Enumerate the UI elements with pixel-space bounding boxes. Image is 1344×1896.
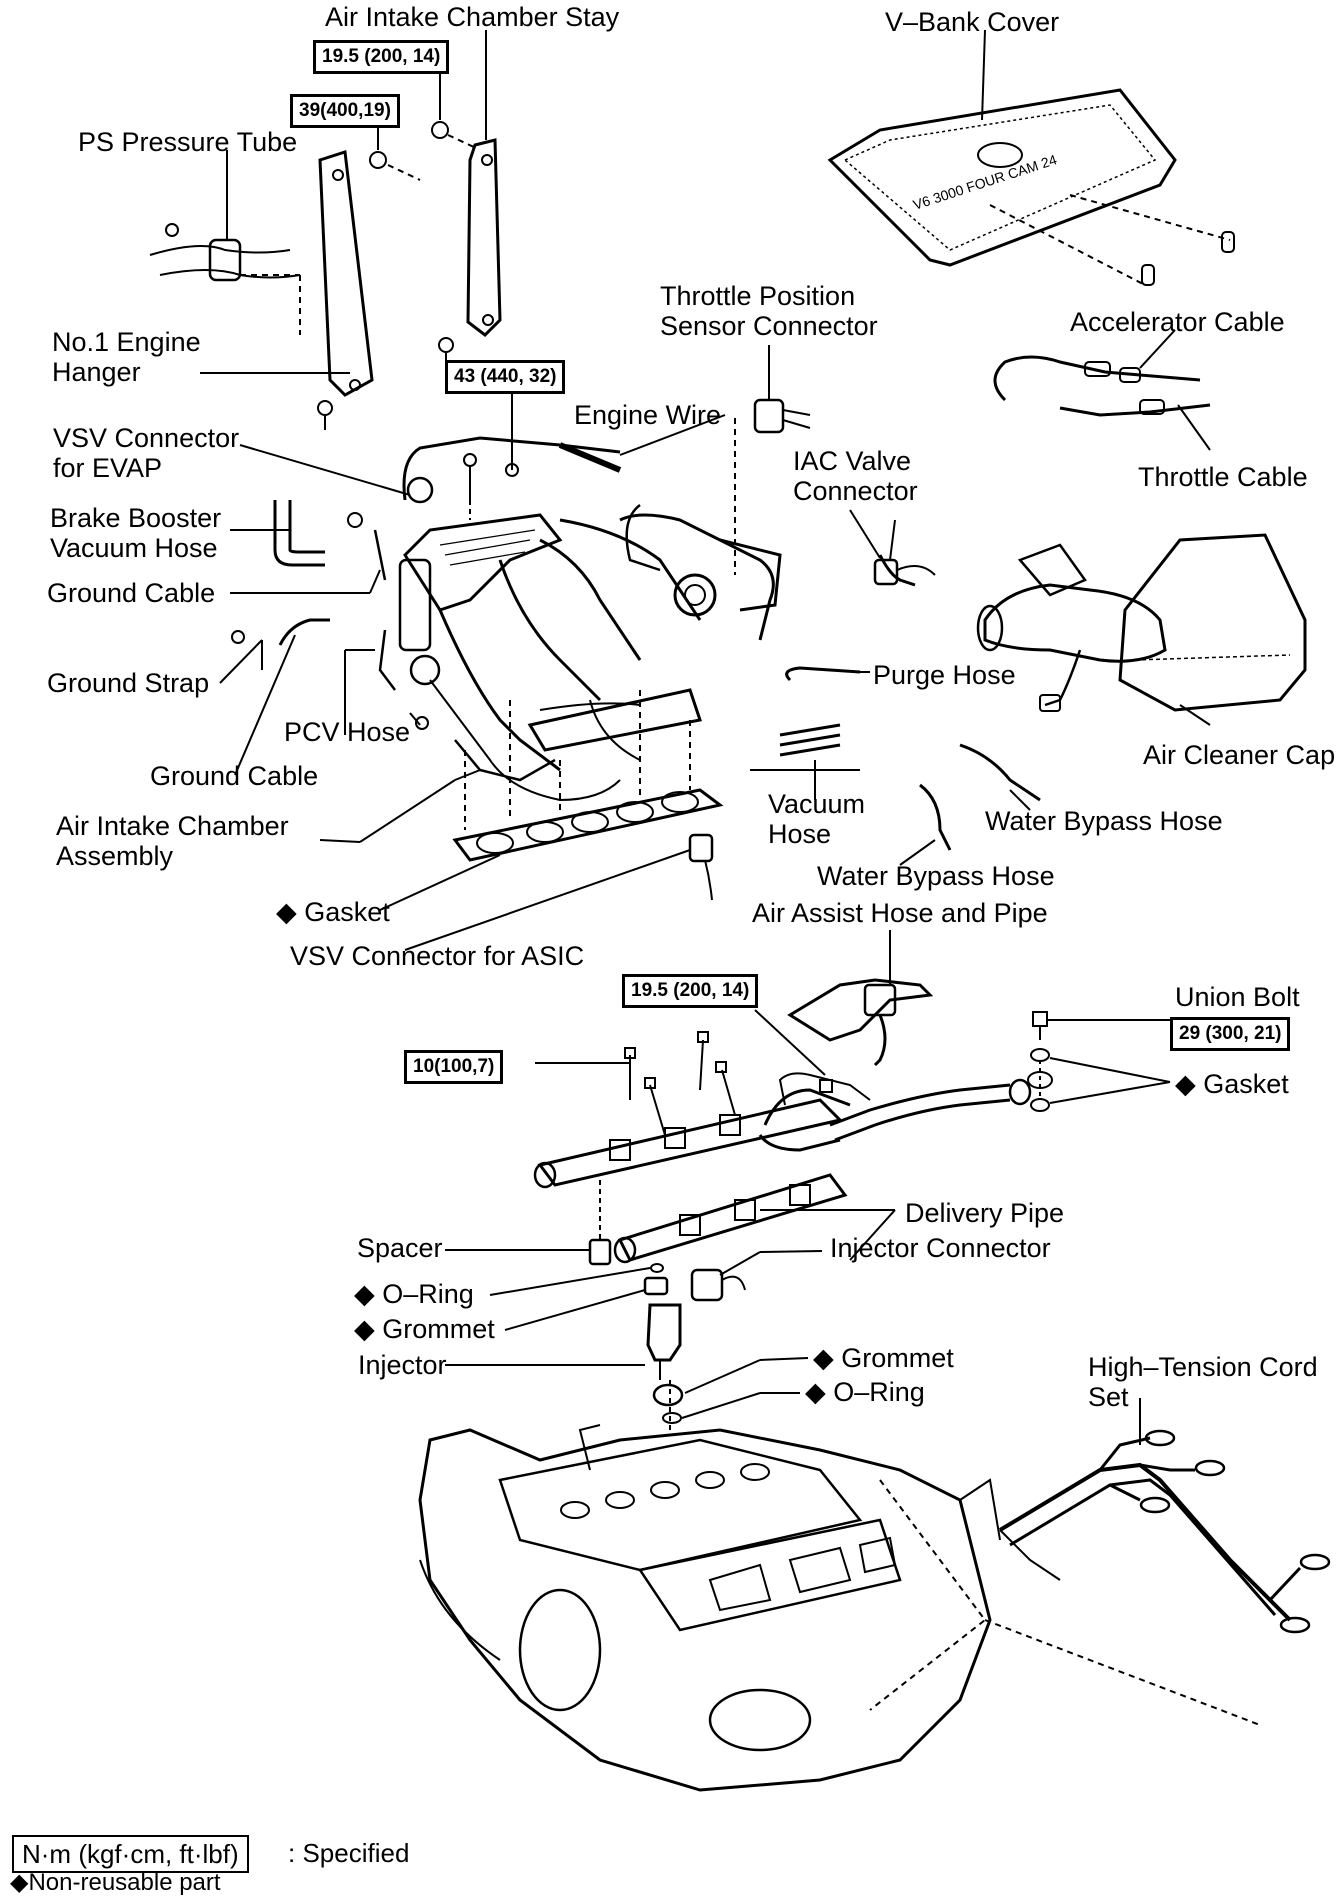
air-cleaner-cap-drawing [978,535,1305,725]
label-brake-booster-vacuum-hose: Brake Booster Vacuum Hose [50,503,221,563]
label-iac-valve-connector: IAC Valve Connector [793,446,918,506]
label-grommet-lower: ◆ Grommet [813,1343,954,1373]
legend-specified-text: : Specified [288,1838,410,1868]
label-htc-line1: High–Tension Cord [1088,1352,1318,1382]
iac-connector-drawing [850,510,935,584]
label-brake-booster-line2: Vacuum Hose [50,533,218,563]
no1-engine-hanger-drawing [200,152,372,430]
label-v-bank-cover: V–Bank Cover [885,7,1060,37]
label-vacuum-hose-line2: Hose [768,819,832,849]
label-air-intake-chamber-stay: Air Intake Chamber Stay [325,2,620,32]
misc-leaders [320,770,895,1260]
air-intake-chamber-stay-drawing [370,30,500,365]
label-tps-line1: Throttle Position [660,281,856,311]
label-chamber-assembly-line2: Assembly [56,841,174,871]
vsv-asic-drawing [405,835,712,950]
hoses-right-drawing [780,520,1040,865]
label-high-tension-cord-set: High–Tension Cord Set [1088,1352,1318,1412]
left-small-parts-drawing [220,500,428,775]
label-ground-strap: Ground Strap [47,668,210,698]
label-vacuum-hose: Vacuum Hose [768,789,865,849]
label-o-ring-upper: ◆ O–Ring [354,1279,474,1309]
label-no1-engine-hanger-line1: No.1 Engine [52,327,201,357]
label-gasket-intake: ◆ Gasket [276,897,390,927]
label-ground-cable-lower: Ground Cable [150,761,319,791]
label-vsv-connector-evap: VSV Connector for EVAP [53,423,239,483]
label-spacer: Spacer [357,1233,443,1263]
label-tps-line2: Sensor Connector [660,311,878,341]
torque-leaders [464,394,518,520]
label-brake-booster-line1: Brake Booster [50,503,222,533]
torque-spec-delivery-pipe-bolt: 10(100,7) [404,1050,504,1084]
label-no1-engine-hanger-line2: Hanger [52,357,141,387]
torque-spec-stay-lower: 39(400,19) [290,94,400,128]
label-water-bypass-hose-right: Water Bypass Hose [985,806,1223,836]
label-iac-line1: IAC Valve [793,446,912,476]
vsv-evap-leader [240,445,410,495]
delivery-bolts-drawing [535,1010,832,1135]
label-air-assist-hose-pipe: Air Assist Hose and Pipe [752,898,1048,928]
cover-text: V6 3000 FOUR CAM 24 [911,151,1059,213]
label-air-intake-chamber-assembly: Air Intake Chamber Assembly [56,811,289,871]
label-chamber-assembly-line1: Air Intake Chamber [56,811,289,841]
ps-pressure-tube-drawing [150,150,300,335]
legend-torque-unit-box: N·m (kgf·cm, ft·lbf) [12,1835,249,1873]
engine-wire-drawing [404,415,725,502]
torque-spec-stay-upper: 19.5 (200, 14) [313,40,450,74]
union-bolt-drawing [1028,1012,1170,1111]
engine-block-drawing [420,1425,1260,1790]
label-air-cleaner-cap: Air Cleaner Cap [1143,740,1336,770]
injector-stack-drawing [445,1180,822,1430]
label-gasket-union: ◆ Gasket [1175,1069,1289,1099]
label-injector: Injector [358,1350,447,1380]
label-accelerator-cable: Accelerator Cable [1070,307,1285,337]
air-intake-chamber-assembly-drawing [360,505,780,842]
label-htc-line2: Set [1088,1382,1129,1412]
label-purge-hose: Purge Hose [873,660,1016,690]
air-assist-drawing [790,930,930,1065]
label-vsv-evap-line2: for EVAP [53,453,163,483]
accelerator-cable-drawing [995,330,1210,450]
label-iac-line2: Connector [793,476,918,506]
label-engine-wire: Engine Wire [574,400,722,430]
legend-non-reusable-text: ◆Non-reusable part [10,1869,221,1896]
label-water-bypass-hose-center: Water Bypass Hose [817,861,1055,891]
label-ground-cable-upper: Ground Cable [47,578,216,608]
label-vsv-connector-asic: VSV Connector for ASIC [290,941,585,971]
label-pcv-hose: PCV Hose [284,717,411,747]
label-grommet-upper: ◆ Grommet [354,1314,495,1344]
torque-spec-fuel-pipe-bolt: 19.5 (200, 14) [622,974,759,1008]
label-o-ring-lower: ◆ O–Ring [805,1377,925,1407]
torque-spec-union-bolt: 29 (300, 21) [1170,1017,1291,1051]
intake-gasket-drawing [380,690,720,910]
label-union-bolt: Union Bolt [1175,982,1300,1012]
label-throttle-position-sensor-connector: Throttle Position Sensor Connector [660,281,878,341]
tps-connector-drawing [735,345,810,575]
high-tension-cord-drawing [1000,1398,1329,1632]
delivery-pipe-drawing [535,1073,1030,1262]
torque-spec-chamber-bolt: 43 (440, 32) [445,360,566,394]
v-bank-cover-drawing: V6 3000 FOUR CAM 24 [830,30,1234,285]
label-vacuum-hose-line1: Vacuum [768,789,866,819]
label-ps-pressure-tube: PS Pressure Tube [78,127,298,157]
label-throttle-cable: Throttle Cable [1138,462,1308,492]
label-vsv-evap-line1: VSV Connector [53,423,240,453]
label-delivery-pipe: Delivery Pipe [905,1198,1065,1228]
label-injector-connector: Injector Connector [830,1233,1051,1263]
label-no1-engine-hanger: No.1 Engine Hanger [52,327,201,387]
